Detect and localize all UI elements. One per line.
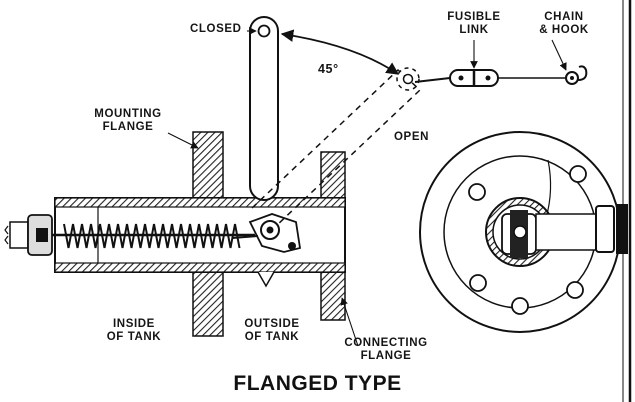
connecting-flange <box>320 151 346 321</box>
mounting-flange <box>192 131 224 337</box>
label-inside-of-tank: INSIDE OF TANK <box>94 318 174 344</box>
lever-closed <box>249 16 279 201</box>
label-chain-hook-line1: CHAIN <box>544 11 584 23</box>
label-fusible-link-line1: FUSIBLE <box>447 11 501 23</box>
label-mounting-flange-line2: FLANGE <box>102 121 154 133</box>
label-outside-of-tank: OUTSIDE OF TANK <box>230 318 314 344</box>
angle-arc <box>280 29 400 75</box>
label-chain-hook-line2: & HOOK <box>539 24 589 36</box>
label-fusible-link-line2: LINK <box>459 24 489 36</box>
spring <box>63 223 241 249</box>
chain-and-hook <box>498 65 588 85</box>
label-closed: CLOSED <box>190 23 242 35</box>
label-connecting-flange: CONNECTING FLANGE <box>338 337 434 363</box>
label-angle: 45° <box>318 62 339 76</box>
label-open: OPEN <box>394 131 429 143</box>
lever-pivot <box>231 213 302 288</box>
label-fusible-link: FUSIBLE LINK <box>438 11 510 37</box>
label-chain-hook: CHAIN & HOOK <box>532 11 596 37</box>
label-outside-line1: OUTSIDE <box>244 318 300 330</box>
lever-open-dashed <box>251 67 422 227</box>
valve-stem-nut <box>4 214 255 256</box>
label-inside-line1: INSIDE <box>113 318 155 330</box>
fusible-link <box>414 69 499 87</box>
tank-wall-right <box>622 0 632 402</box>
end-view-stem <box>501 204 628 258</box>
diagram-title: FLANGED TYPE <box>233 372 402 395</box>
label-connecting-line1: CONNECTING <box>344 337 428 349</box>
label-mounting-flange: MOUNTING FLANGE <box>86 108 170 134</box>
label-mounting-flange-line1: MOUNTING <box>94 108 162 120</box>
label-connecting-line2: FLANGE <box>360 350 412 362</box>
leader-lines <box>167 27 567 347</box>
label-inside-line2: OF TANK <box>106 331 162 343</box>
label-outside-line2: OF TANK <box>244 331 300 343</box>
